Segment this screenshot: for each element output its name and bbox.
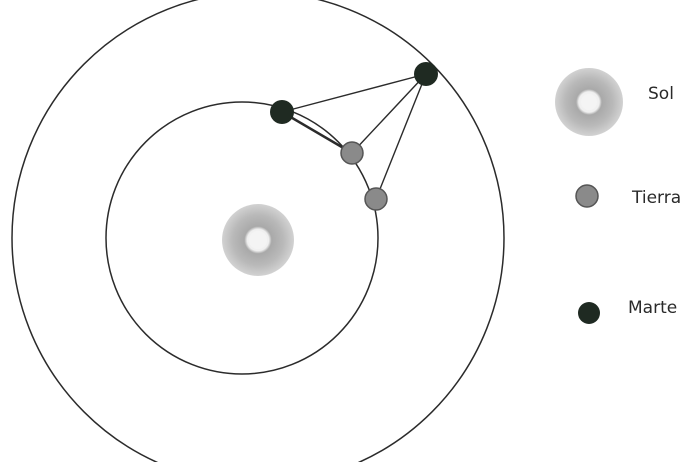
- earth-position-1: [341, 142, 363, 164]
- mars-icon: [578, 302, 600, 324]
- legend-label-sun: Sol: [648, 84, 674, 104]
- legend: Sol Tierra Marte: [555, 68, 681, 324]
- earth-icon: [576, 185, 598, 207]
- sun-icon-core: [581, 94, 597, 110]
- legend-label-earth: Tierra: [631, 188, 681, 208]
- earth-path-segment: [282, 112, 352, 153]
- sight-line-2: [352, 74, 426, 153]
- sight-line-3: [376, 74, 426, 199]
- earth-positions: [341, 142, 387, 210]
- sun: [222, 204, 294, 276]
- sight-lines: [282, 74, 426, 199]
- earth-position-2: [365, 188, 387, 210]
- inner-planet-dark: [270, 100, 294, 124]
- legend-item-mars: Marte: [578, 298, 677, 324]
- sight-line-1: [282, 74, 426, 112]
- legend-label-mars: Marte: [628, 298, 677, 318]
- mars-position: [414, 62, 438, 86]
- legend-item-sun: Sol: [555, 68, 674, 136]
- legend-item-earth: Tierra: [576, 185, 681, 208]
